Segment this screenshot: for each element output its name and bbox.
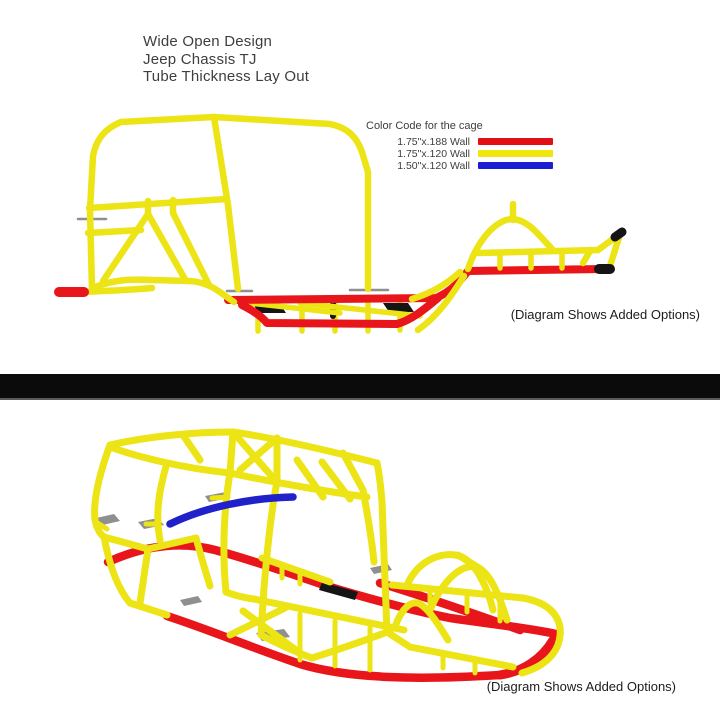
side-view-panel: Wide Open Design Jeep Chassis TJ Tube Th… — [54, 33, 700, 334]
title-line-1: Wide Open Design — [143, 33, 273, 50]
legend-title: Color Code for the cage — [366, 120, 483, 132]
title-line-2: Jeep Chassis TJ — [143, 50, 257, 68]
section-divider — [0, 374, 720, 400]
legend-swatch-yellow — [478, 150, 553, 158]
page-title: Wide Open Design Jeep Chassis TJ Tube Th… — [143, 33, 309, 86]
side-view-caption: (Diagram Shows Added Options) — [510, 307, 700, 322]
side-view-diagram — [54, 113, 627, 334]
perspective-view-diagram — [91, 428, 564, 682]
legend-swatch-blue — [478, 161, 553, 169]
perspective-view-panel: (Diagram Shows Added Options) — [0, 402, 720, 720]
legend-label-blue: 1.50"x.120 Wall — [397, 159, 470, 172]
legend-row-blue: 1.50"x.120 Wall — [366, 160, 566, 172]
perspective-view-caption: (Diagram Shows Added Options) — [486, 679, 676, 694]
legend-swatch-red — [478, 138, 553, 146]
title-line-3: Tube Thickness Lay Out — [143, 68, 310, 85]
tube-color-legend: Color Code for the cage 1.75"x.188 Wall … — [366, 120, 566, 172]
legend-label-yellow: 1.75"x.120 Wall — [397, 147, 470, 160]
legend-label-red: 1.75"x.188 Wall — [397, 135, 470, 148]
legend-row-yellow: 1.75"x.120 Wall — [366, 148, 566, 160]
legend-row-red: 1.75"x.188 Wall — [366, 136, 566, 148]
